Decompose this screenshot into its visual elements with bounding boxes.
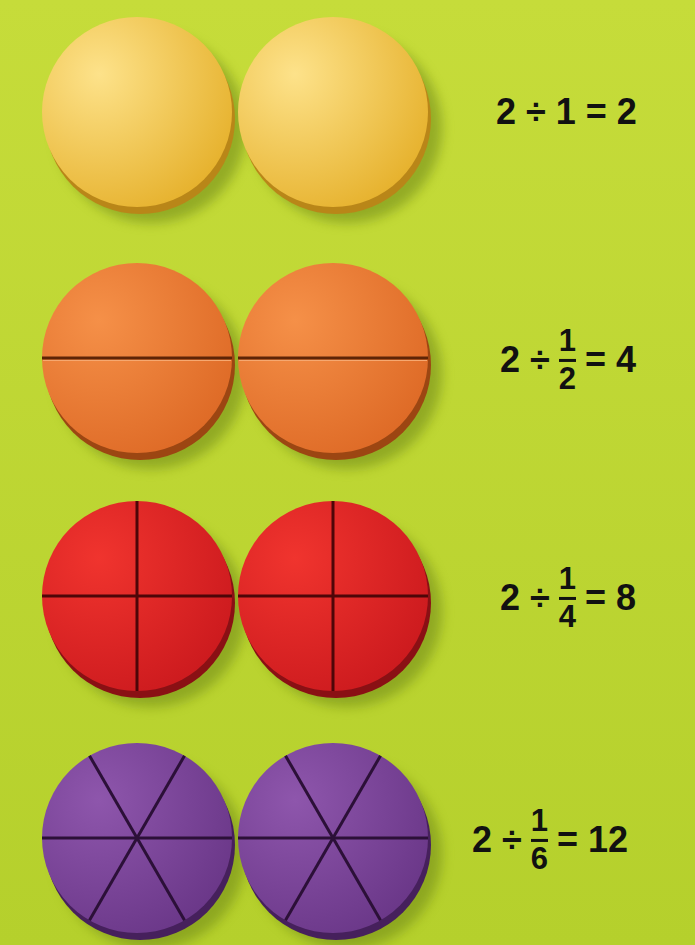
fraction-bar bbox=[559, 597, 576, 600]
fraction: 14 bbox=[559, 563, 576, 633]
fraction-bar bbox=[559, 359, 576, 362]
division-equation: 2 ÷ 1 = 2 bbox=[496, 91, 637, 133]
equation-term: = 8 bbox=[585, 577, 636, 619]
fraction: 16 bbox=[531, 805, 548, 875]
equation-term: 2 ÷ 1 = 2 bbox=[496, 91, 637, 133]
sixths-disc bbox=[42, 743, 246, 945]
whole-disc bbox=[238, 17, 442, 223]
division-equation: 2 ÷16= 12 bbox=[472, 805, 628, 875]
whole-disc bbox=[42, 17, 246, 223]
division-equation: 2 ÷12= 4 bbox=[500, 325, 636, 395]
fraction-bar bbox=[531, 839, 548, 842]
quarters-disc bbox=[42, 501, 246, 707]
equation-term: = 4 bbox=[585, 339, 636, 381]
quarters-disc bbox=[238, 501, 442, 707]
halves-disc bbox=[42, 263, 246, 469]
division-equation: 2 ÷14= 8 bbox=[500, 563, 636, 633]
denominator: 6 bbox=[531, 843, 548, 876]
equation-term: = 12 bbox=[557, 819, 628, 861]
numerator: 1 bbox=[559, 563, 576, 596]
equation-term: 2 ÷ bbox=[472, 819, 522, 861]
numerator: 1 bbox=[559, 325, 576, 358]
sixths-disc bbox=[238, 743, 442, 945]
denominator: 4 bbox=[559, 601, 576, 634]
halves-disc bbox=[238, 263, 442, 469]
equation-term: 2 ÷ bbox=[500, 339, 550, 381]
denominator: 2 bbox=[559, 363, 576, 396]
equation-term: 2 ÷ bbox=[500, 577, 550, 619]
fraction: 12 bbox=[559, 325, 576, 395]
numerator: 1 bbox=[531, 805, 548, 838]
